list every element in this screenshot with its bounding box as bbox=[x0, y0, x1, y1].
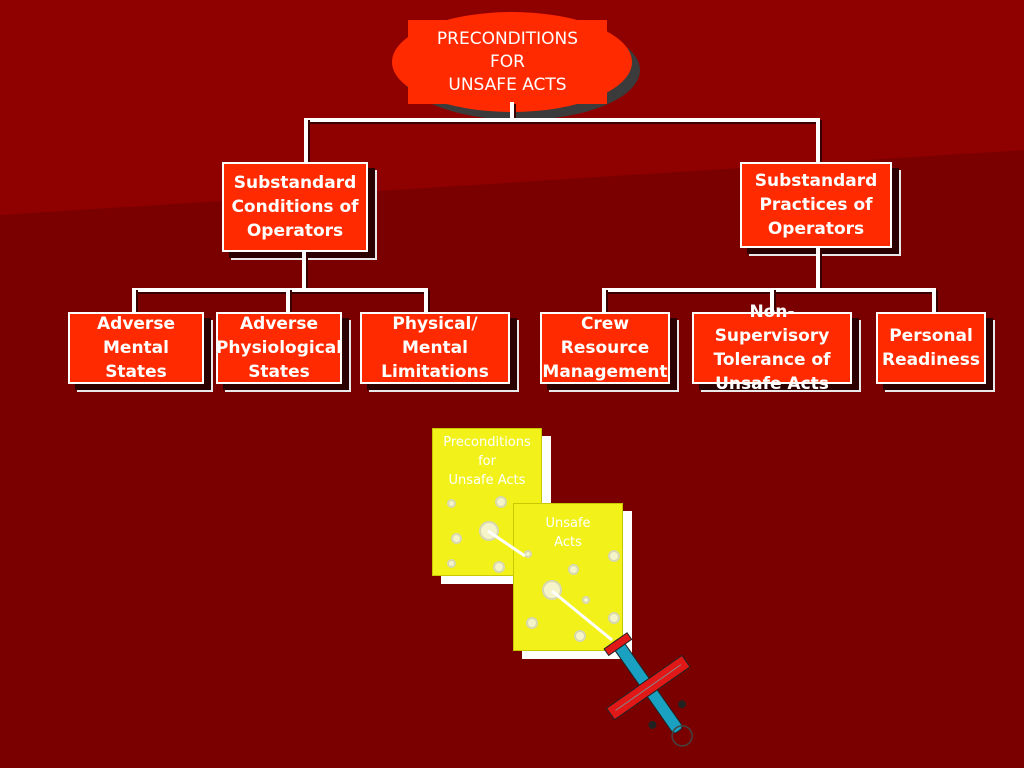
adverse-physiological-states-node: Adverse Physiological States bbox=[216, 312, 342, 384]
unsafe-acts-page-label: Unsafe Acts bbox=[545, 516, 591, 550]
non-supervisory-tolerance-label: Non-Supervisory Tolerance of Unsafe Acts bbox=[713, 302, 831, 394]
substandard-practices-label: Substandard Practices of Operators bbox=[754, 171, 878, 239]
connector-non-supervisory-down bbox=[770, 288, 774, 312]
page-hole bbox=[493, 561, 505, 573]
crew-resource-management-label: Crew Resource Management bbox=[542, 314, 668, 382]
preconditions-page-label: Preconditions for Unsafe Acts bbox=[443, 435, 531, 488]
connector-adverse-mental-down bbox=[132, 288, 136, 312]
page-hole bbox=[582, 596, 590, 604]
page-hole bbox=[568, 564, 579, 575]
page-hole bbox=[574, 630, 586, 642]
preconditions-page: Preconditions for Unsafe Acts bbox=[432, 428, 542, 576]
connector-personal-readiness-down bbox=[932, 288, 936, 312]
connector-level2-right-down bbox=[816, 118, 820, 162]
connector-adverse-physiological-down bbox=[286, 288, 290, 312]
connector-left-group-down bbox=[302, 252, 306, 290]
adverse-physiological-states-label: Adverse Physiological States bbox=[215, 314, 343, 382]
personal-readiness-label: Personal Readiness bbox=[882, 326, 980, 370]
root-node: PRECONDITIONS FOR UNSAFE ACTS bbox=[408, 20, 607, 104]
unsafe-acts-page: Unsafe Acts bbox=[513, 503, 623, 651]
connector-root-down bbox=[510, 102, 514, 120]
non-supervisory-tolerance-node: Non-Supervisory Tolerance of Unsafe Acts bbox=[692, 302, 852, 394]
connector-right-group-horizontal bbox=[602, 288, 936, 292]
substandard-practices-node: Substandard Practices of Operators bbox=[740, 162, 892, 248]
page-hole bbox=[447, 559, 456, 568]
connector-crew-resource-down bbox=[602, 288, 606, 312]
substandard-conditions-label: Substandard Conditions of Operators bbox=[231, 173, 359, 241]
adverse-mental-states-label: Adverse Mental States bbox=[97, 314, 175, 382]
connector-level2-horizontal bbox=[304, 118, 820, 122]
root-node-label: PRECONDITIONS FOR UNSAFE ACTS bbox=[436, 28, 579, 95]
physical-mental-limitations-node: Physical/ Mental Limitations bbox=[360, 312, 510, 384]
page-hole bbox=[526, 617, 538, 629]
substandard-conditions-node: Substandard Conditions of Operators bbox=[222, 162, 368, 252]
connector-level2-left-down bbox=[304, 118, 308, 162]
page-hole bbox=[608, 612, 620, 624]
page-hole bbox=[479, 521, 499, 541]
personal-readiness-node: Personal Readiness bbox=[876, 312, 986, 384]
adverse-mental-states-node: Adverse Mental States bbox=[68, 312, 204, 384]
physical-mental-limitations-label: Physical/ Mental Limitations bbox=[381, 314, 489, 382]
page-hole bbox=[524, 550, 532, 558]
page-hole bbox=[608, 550, 620, 562]
page-hole bbox=[495, 496, 507, 508]
connector-left-group-horizontal bbox=[132, 288, 428, 292]
crew-resource-management-node: Crew Resource Management bbox=[540, 312, 670, 384]
page-hole bbox=[542, 580, 562, 600]
connector-right-group-down bbox=[816, 248, 820, 290]
page-hole bbox=[447, 499, 456, 508]
page-hole bbox=[451, 533, 462, 544]
connector-physical-mental-down bbox=[424, 288, 428, 312]
